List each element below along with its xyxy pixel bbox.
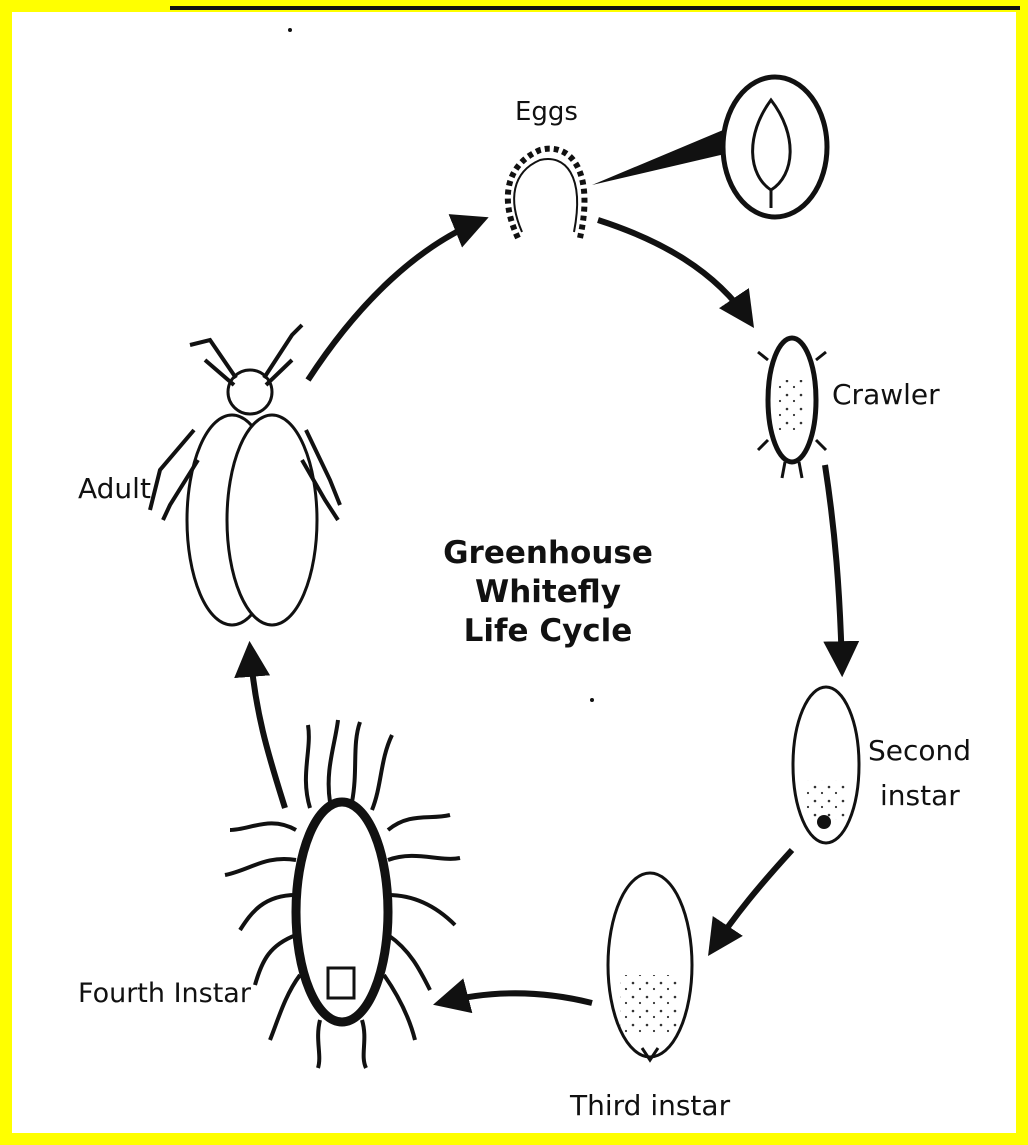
eggs-outline [514,159,577,232]
title-line-1: Greenhouse [443,535,653,571]
adult-wing-right [227,415,317,625]
fourth-instar-label: Fourth Instar [78,978,252,1009]
arrow-crawler-to-second [825,465,842,670]
second-instar-group: Second instar [793,687,971,843]
arrow-second-to-third [712,850,792,950]
arrow-eggs-to-crawler [598,220,750,322]
crawler-label: Crawler [832,378,940,411]
adult-label: Adult [78,472,151,505]
callout-circle [723,77,827,217]
crawler-group: Crawler [758,338,940,478]
arrow-fourth-to-adult [250,648,285,808]
fourth-instar-group: Fourth Instar [78,720,460,1068]
second-instar-dots [805,780,847,820]
arrow-third-to-fourth [440,993,592,1003]
eggs-label: Eggs [515,97,578,127]
third-instar-dots [620,975,680,1035]
center-title: Greenhouse Whitefly Life Cycle [443,535,653,649]
callout-pointer [592,125,742,185]
eggs-group: Eggs [508,97,585,238]
arrow-adult-to-eggs [308,220,482,380]
second-instar-label-line1: Second [868,734,971,767]
speck-1 [288,28,292,32]
title-line-2: Whitefly [475,574,621,610]
crawler-dots [778,380,806,430]
leaf-callout [592,77,827,217]
adult-group: Adult [78,325,340,625]
second-instar-label-line2: instar [880,779,960,812]
second-instar-spot [817,815,831,829]
third-instar-group: Third instar [569,873,731,1122]
title-line-3: Life Cycle [464,613,633,649]
third-instar-label: Third instar [569,1089,731,1122]
speck-2 [590,698,594,702]
fourth-instar-body [296,802,388,1022]
